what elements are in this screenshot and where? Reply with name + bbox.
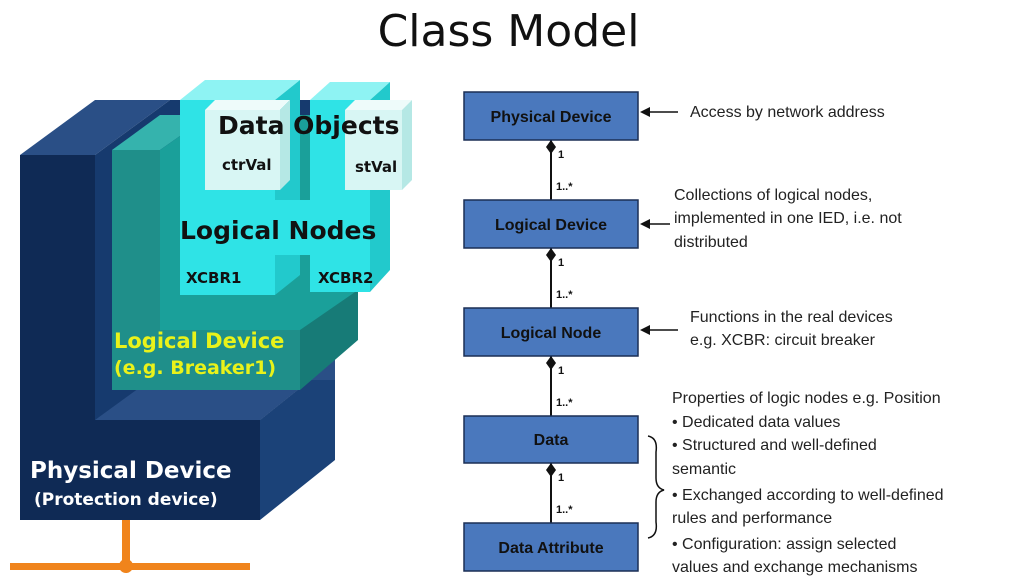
data-object-1 — [205, 110, 280, 190]
note-data-line: • Configuration: assign selected — [672, 536, 896, 553]
diamond-icon — [546, 463, 556, 477]
note-data-line: Properties of logic nodes e.g. Position — [672, 390, 941, 407]
data-object-2-side — [402, 100, 412, 190]
xcbr1-label: XCBR1 — [186, 269, 241, 287]
note-logical-node-line: Functions in the real devices — [690, 309, 893, 326]
note-logical-device-line: distributed — [674, 234, 748, 251]
class-box-physical-device: Physical Device — [463, 91, 639, 141]
diamond-icon — [546, 248, 556, 262]
note-data-line: rules and performance — [672, 510, 832, 527]
logical-device-label-2: (e.g. Breaker1) — [114, 357, 276, 379]
physical-device-label-1: Physical Device — [30, 458, 232, 484]
mult-many: 1..* — [556, 504, 573, 516]
note-data-line: semantic — [672, 461, 736, 478]
brace-icon — [647, 435, 665, 539]
mult-many: 1..* — [556, 289, 573, 301]
xcbr2-top — [310, 82, 390, 100]
data-objects-label: Data Objects — [218, 111, 399, 140]
physical-device-front — [20, 155, 260, 520]
class-box-logical-device: Logical Device — [463, 199, 639, 249]
arrow-left-icon — [640, 219, 650, 229]
stval-label: stVal — [355, 158, 397, 176]
data-object-1-side — [280, 100, 290, 190]
note-logical-device-line: Collections of logical nodes, — [674, 187, 872, 204]
mult-many: 1..* — [556, 397, 573, 409]
logical-device-front — [112, 150, 300, 390]
note-arrows — [640, 107, 678, 335]
mult-one: 1 — [558, 149, 564, 161]
note-data-line: • Exchanged according to well-defined — [672, 487, 944, 504]
physical-device-top — [20, 100, 170, 155]
logical-device-side — [300, 290, 358, 390]
note-logical-node-line: e.g. XCBR: circuit breaker — [690, 332, 876, 349]
diamond-icon — [546, 356, 556, 370]
note-logical-device-line: implemented in one IED, i.e. not — [674, 210, 902, 227]
class-box-label: Data Attribute — [498, 540, 603, 557]
arrow-left-icon — [640, 107, 650, 117]
logical-nodes-bar — [180, 200, 370, 255]
class-box-label: Logical Node — [501, 325, 602, 342]
class-box-label: Logical Device — [495, 217, 607, 234]
mult-one: 1 — [558, 365, 564, 377]
note-data-line: • Structured and well-defined — [672, 437, 877, 454]
diamond-icon — [546, 140, 556, 154]
class-box-label: Physical Device — [491, 109, 612, 126]
mult-one: 1 — [558, 257, 564, 269]
mult-many: 1..* — [556, 181, 573, 193]
note-data-line: values and exchange mechanisms — [672, 559, 917, 576]
class-box-data-attribute: Data Attribute — [463, 522, 639, 572]
note-data-line: • Dedicated data values — [672, 414, 840, 431]
network-cable — [10, 520, 250, 573]
xcbr2-label: XCBR2 — [318, 269, 373, 287]
aggregation-diamonds — [546, 140, 556, 477]
ctrval-label: ctrVal — [222, 156, 272, 174]
logical-nodes-label: Logical Nodes — [180, 216, 376, 245]
note-physical-device: Access by network address — [690, 104, 885, 121]
physical-device-label-2: (Protection device) — [34, 490, 218, 510]
arrow-left-icon — [640, 325, 650, 335]
class-box-logical-node: Logical Node — [463, 307, 639, 357]
mult-one: 1 — [558, 472, 564, 484]
data-object-1-top — [205, 100, 290, 110]
data-object-2-top — [345, 100, 412, 110]
logical-device-label-1: Logical Device — [114, 329, 284, 353]
class-box-data: Data — [463, 415, 639, 464]
page-title: Class Model — [377, 6, 640, 57]
class-box-label: Data — [534, 432, 569, 449]
xcbr1-top — [180, 80, 300, 100]
data-objects-block — [205, 100, 412, 190]
data-object-2 — [345, 110, 402, 190]
physical-device-side — [260, 360, 335, 520]
